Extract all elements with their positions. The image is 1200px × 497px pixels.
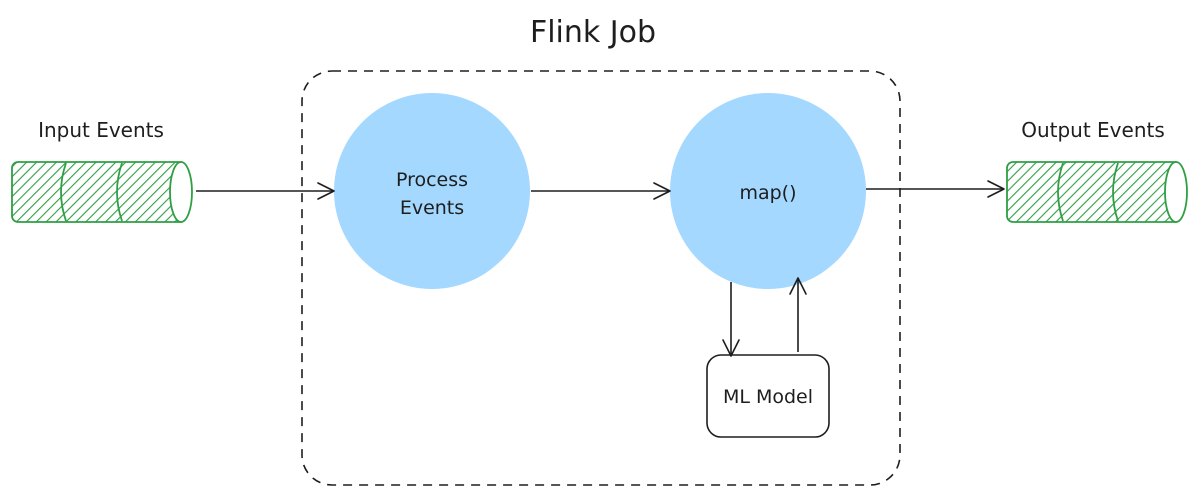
input-events-queue — [11, 161, 193, 223]
process-events-node — [334, 93, 530, 289]
diagram-title: Flink Job — [530, 15, 656, 50]
flink-job-boundary — [301, 70, 901, 486]
ml-model-box — [706, 354, 830, 438]
ml-model-label: ML Model — [723, 386, 813, 408]
map-node — [670, 93, 866, 289]
process-events-label-line1: Process — [396, 169, 468, 191]
map-label: map() — [739, 182, 796, 204]
process-events-label-line2: Events — [400, 197, 464, 219]
input-events-label: Input Events — [38, 118, 164, 142]
output-events-label: Output Events — [1021, 118, 1165, 142]
output-events-queue — [1006, 161, 1188, 223]
